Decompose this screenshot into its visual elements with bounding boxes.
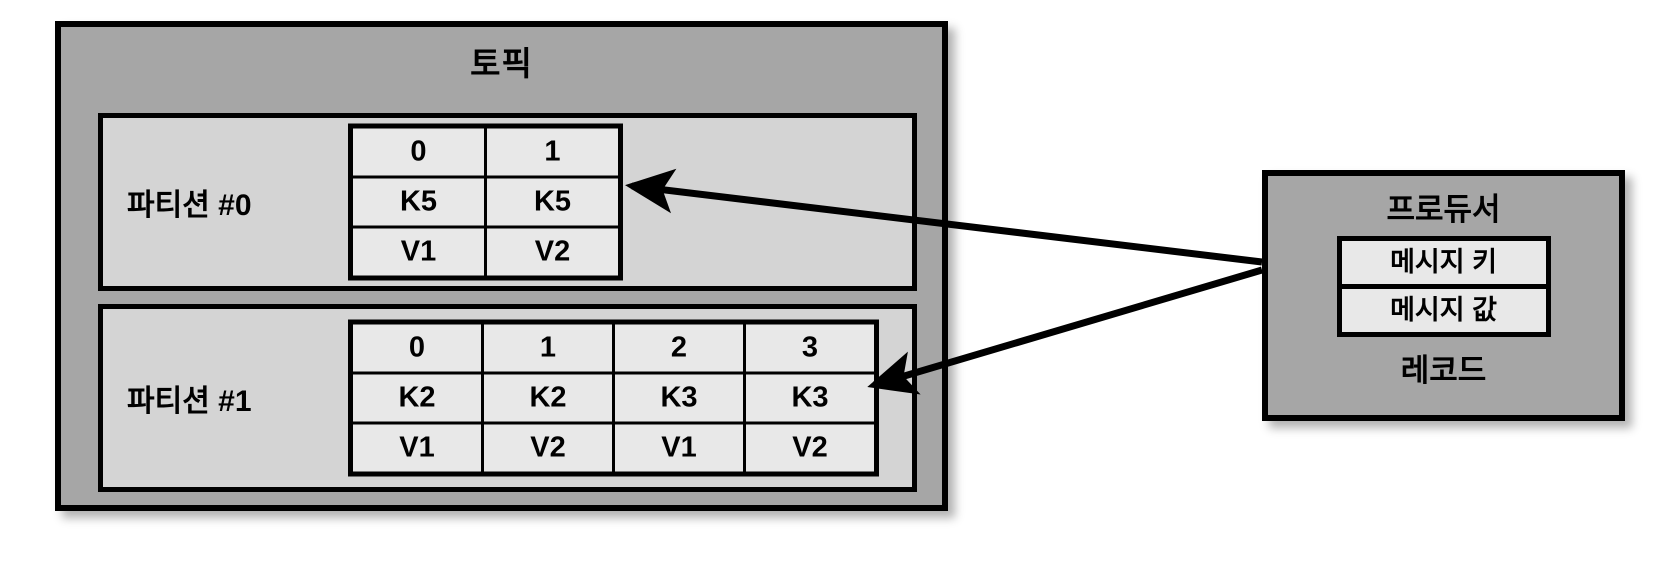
offset-row: 0 1 <box>349 124 622 179</box>
offset-cell: 3 <box>743 320 878 375</box>
value-cell: V1 <box>349 225 487 280</box>
message-key-field: 메시지 키 <box>1341 241 1546 284</box>
partition-1-panel: 파티션 #1 0 1 2 3 K2 K2 K3 K3 V1 V2 V1 <box>98 304 917 492</box>
key-row: K5 K5 <box>349 175 622 229</box>
key-row: K2 K2 K3 K3 <box>349 371 878 425</box>
key-cell: K3 <box>743 371 878 425</box>
offset-cell: 1 <box>481 320 615 375</box>
partition-0-panel: 파티션 #0 0 1 K5 K5 V1 V2 <box>98 113 917 291</box>
key-cell: K3 <box>612 371 746 425</box>
producer-container: 프로듀서 메시지 키 메시지 값 레코드 <box>1262 170 1625 421</box>
message-value-field: 메시지 값 <box>1341 284 1546 332</box>
key-cell: K5 <box>484 175 622 229</box>
offset-cell: 2 <box>612 320 746 375</box>
producer-title: 프로듀서 <box>1386 192 1501 227</box>
key-cell: K2 <box>349 371 484 425</box>
topic-title: 토픽 <box>470 45 533 82</box>
value-row: V1 V2 V1 V2 <box>349 421 878 476</box>
value-cell: V2 <box>484 225 622 280</box>
partition-1-record-table: 0 1 2 3 K2 K2 K3 K3 V1 V2 V1 V2 <box>348 319 879 477</box>
offset-cell: 0 <box>349 320 484 375</box>
partition-1-label: 파티션 #1 <box>127 385 252 418</box>
key-cell: K2 <box>481 371 615 425</box>
offset-cell: 0 <box>349 124 487 179</box>
key-cell: K5 <box>349 175 487 229</box>
value-cell: V2 <box>481 421 615 476</box>
offset-row: 0 1 2 3 <box>349 320 878 375</box>
value-row: V1 V2 <box>349 225 622 280</box>
value-cell: V1 <box>612 421 746 476</box>
record-label: 레코드 <box>1400 353 1487 388</box>
value-cell: V2 <box>743 421 878 476</box>
topic-container: 토픽 파티션 #0 0 1 K5 K5 V1 V2 파티션 #1 <box>55 21 948 511</box>
partition-0-label: 파티션 #0 <box>127 189 252 222</box>
record-fields-group: 메시지 키 메시지 값 <box>1336 236 1551 337</box>
offset-cell: 1 <box>484 124 622 179</box>
partition-0-record-table: 0 1 K5 K5 V1 V2 <box>348 123 623 281</box>
value-cell: V1 <box>349 421 484 476</box>
